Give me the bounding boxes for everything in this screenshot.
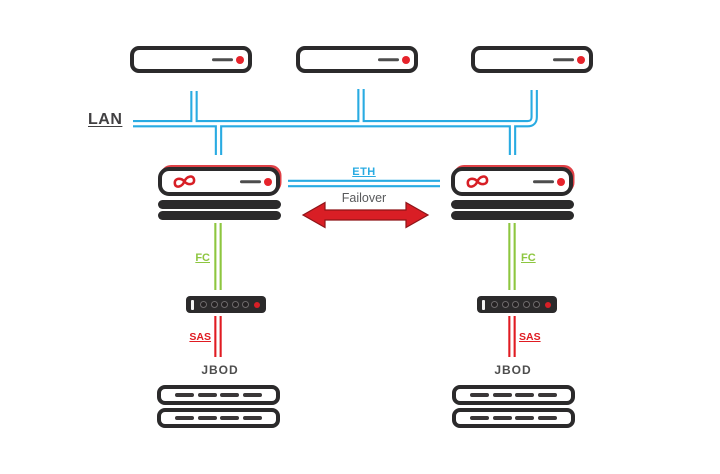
fc-label-right: FC (521, 252, 536, 264)
node-unit-bar (451, 200, 574, 209)
jbod-label-right: JBOD (494, 363, 532, 377)
lan-label: LAN (88, 111, 123, 128)
switch-slot (191, 299, 194, 310)
jbod-shelf (157, 385, 280, 405)
server-dash (553, 57, 574, 62)
server-dash (378, 57, 399, 62)
drive-dash (492, 415, 512, 421)
fc-lines (214, 223, 516, 290)
node-dash (240, 179, 261, 184)
drive-dash (515, 392, 535, 398)
port-dot (512, 301, 519, 308)
jbod-shelf (452, 408, 575, 428)
drive-dash (197, 415, 217, 421)
wire-gaps (133, 89, 536, 357)
drive-dash (220, 415, 240, 421)
switch-slot (482, 299, 485, 310)
drive-dash (470, 415, 490, 421)
red-led-icon (402, 55, 410, 64)
red-led-icon (264, 177, 272, 186)
port-dot (242, 301, 249, 308)
port-dot (200, 301, 207, 308)
port-dot (221, 301, 228, 308)
drive-dash (242, 392, 262, 398)
port-dot (210, 301, 218, 308)
drive-dash (470, 392, 490, 398)
port-dot (501, 301, 509, 308)
drive-dash (515, 415, 535, 421)
switch-ports (200, 301, 249, 308)
infinity-logo-icon (466, 175, 489, 188)
storage-node-right (451, 167, 573, 196)
server-1 (130, 46, 252, 73)
drive-dash (242, 415, 262, 421)
drive-dash (220, 392, 240, 398)
port-dot (231, 301, 239, 308)
sas-switch-right (477, 296, 557, 313)
switch-logo-icon (545, 301, 551, 308)
jbod-label-left: JBOD (201, 363, 239, 377)
red-led-icon (236, 55, 244, 64)
fc-label-left: FC (195, 252, 210, 264)
red-led-icon (557, 177, 565, 186)
jbod-shelf (452, 385, 575, 405)
server-dash (212, 57, 233, 62)
drive-dash (175, 392, 195, 398)
drive-dash (537, 392, 557, 398)
switch-logo-icon (254, 301, 260, 308)
failover-arrow-icon (301, 201, 430, 229)
storage-node-left (158, 167, 280, 196)
port-dot (522, 301, 530, 308)
port-dot (533, 301, 540, 308)
jbod-shelf (157, 408, 280, 428)
node-dash (533, 179, 554, 184)
sas-lines (214, 316, 516, 357)
port-dot (491, 301, 498, 308)
drive-dash (197, 392, 217, 398)
sas-switch-left (186, 296, 266, 313)
red-led-icon (577, 55, 585, 64)
server-3 (471, 46, 593, 73)
sas-label-left: SAS (189, 331, 211, 343)
sas-label-right: SAS (519, 331, 541, 343)
drive-dash (537, 415, 557, 421)
drive-dash (175, 415, 195, 421)
failover-label: Failover (341, 191, 387, 205)
infinity-logo-icon (173, 175, 196, 188)
node-unit-bar (158, 200, 281, 209)
switch-ports (491, 301, 540, 308)
node-unit-bar (158, 211, 281, 220)
eth-label: ETH (352, 166, 376, 178)
node-unit-bar (451, 211, 574, 220)
drive-dash (492, 392, 512, 398)
server-2 (296, 46, 418, 73)
